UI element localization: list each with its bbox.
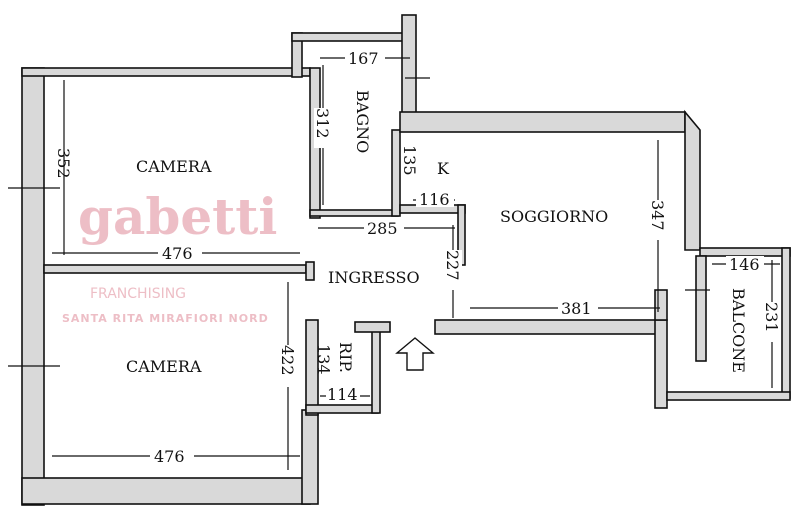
watermark-franchising: FRANCHISING <box>90 286 186 302</box>
dim-camera-bottom-width: 476 <box>154 447 185 466</box>
room-ripostiglio: RIP. <box>336 342 355 373</box>
dim-bagno-height: 312 <box>313 108 332 139</box>
room-kitchen: K <box>437 159 450 178</box>
dim-soggiorno-height: 347 <box>648 200 667 231</box>
dim-ingresso-width: 285 <box>367 219 398 238</box>
windows <box>8 77 710 367</box>
dim-kitchen-height: 135 <box>400 145 419 176</box>
dim-camera-bottom-height: 422 <box>278 345 297 376</box>
watermark-agency: SANTA RITA MIRAFIORI NORD <box>62 312 269 325</box>
dim-soggiorno-width: 381 <box>561 299 592 318</box>
room-bagno: BAGNO <box>353 90 372 153</box>
dim-kitchen-width: 116 <box>419 190 450 209</box>
room-camera-top: CAMERA <box>136 157 212 176</box>
room-soggiorno: SOGGIORNO <box>500 207 608 226</box>
room-camera-bottom: CAMERA <box>126 357 202 376</box>
dim-balcone-width: 146 <box>729 255 760 274</box>
dim-camera-top-height: 352 <box>54 148 73 179</box>
walls <box>21 14 791 506</box>
dim-bagno-width: 167 <box>348 49 379 68</box>
watermark-logo: gabetti <box>78 187 277 246</box>
dim-rip-width: 114 <box>327 385 358 404</box>
room-ingresso: INGRESSO <box>328 268 420 287</box>
dim-balcone-height: 231 <box>762 302 781 333</box>
room-labels: CAMERA CAMERA BAGNO K SOGGIORNO INGRESSO… <box>126 90 748 376</box>
room-balcone: BALCONE <box>729 288 748 373</box>
watermark: gabetti FRANCHISING SANTA RITA MIRAFIORI… <box>62 187 277 325</box>
dim-camera-top-width: 476 <box>162 244 193 263</box>
dim-rip-height: 134 <box>314 344 333 375</box>
dim-ingresso-height: 227 <box>443 250 462 281</box>
dimension-labels: 352 476 476 422 167 312 135 116 285 227 … <box>54 49 781 466</box>
arrow-up-outline-icon <box>395 337 435 371</box>
